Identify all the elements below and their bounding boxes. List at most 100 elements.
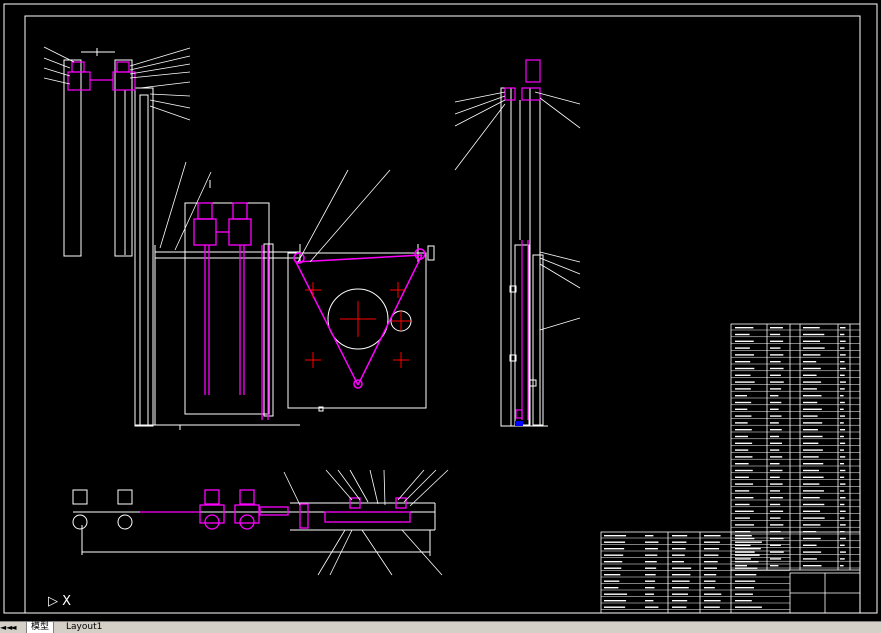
table-text-mark [672, 587, 689, 589]
table-text-mark [803, 415, 818, 417]
table-text-mark [645, 541, 659, 543]
table-text-mark [770, 381, 784, 383]
table-text-mark [803, 381, 822, 383]
table-text-mark [645, 606, 659, 608]
tab-layout1[interactable]: Layout1 [66, 622, 103, 632]
table-text-mark [803, 347, 825, 349]
table-text-mark [840, 503, 845, 506]
table-text-mark [770, 354, 784, 356]
table-text-mark [735, 408, 748, 410]
table-text-mark [735, 537, 755, 540]
table-text-mark [770, 367, 784, 370]
table-text-mark [840, 510, 846, 512]
first-tab-button[interactable]: ◄◄ [0, 623, 13, 632]
table-text-mark [803, 422, 823, 424]
table-text-mark [803, 401, 818, 404]
table-text-mark [604, 593, 628, 595]
table-text-mark [770, 476, 780, 478]
table-text-mark [704, 600, 721, 602]
table-text-mark [735, 388, 751, 390]
table-text-mark [840, 388, 845, 390]
table-text-mark [735, 544, 751, 546]
table-text-mark [770, 483, 783, 485]
table-text-mark [803, 565, 822, 567]
table-text-mark [803, 340, 821, 342]
table-text-mark [840, 340, 846, 342]
table-text-mark [840, 551, 846, 553]
table-text-mark [735, 593, 753, 595]
ucs-arrow-icon: ▷ [48, 594, 58, 609]
table-text-marks [604, 327, 846, 608]
table-text-mark [770, 449, 780, 451]
table-text-mark [672, 567, 692, 569]
table-text-mark [803, 490, 824, 492]
table-text-mark [645, 567, 657, 569]
table-text-mark [645, 554, 658, 556]
table-text-mark [840, 435, 844, 438]
table-text-mark [840, 517, 845, 519]
table-text-mark [840, 401, 845, 404]
table-text-mark [735, 561, 759, 563]
leader-lines-right [454, 91, 581, 331]
table-text-mark [803, 551, 822, 553]
table-text-mark [704, 593, 722, 595]
table-text-mark [735, 435, 748, 438]
parts-list [730, 323, 861, 571]
table-text-mark [604, 548, 625, 550]
table-text-mark [735, 541, 762, 543]
table-text-mark [803, 558, 817, 560]
table-text-mark [840, 361, 845, 363]
table-text-mark [803, 442, 819, 444]
table-text-mark [803, 497, 820, 499]
table-text-mark [604, 580, 620, 582]
table-text-mark [672, 548, 686, 550]
table-text-mark [604, 587, 619, 589]
leader-lines-left [43, 46, 191, 121]
table-text-mark [803, 327, 820, 329]
table-text-mark [735, 354, 755, 356]
table-text-mark [840, 456, 846, 458]
table-text-mark [735, 381, 755, 383]
pulley-housing [287, 244, 435, 412]
table-text-mark [770, 347, 781, 349]
prev-tab-button[interactable]: ◄ [10, 623, 17, 632]
table-text-mark [645, 600, 654, 602]
table-text-mark [704, 574, 717, 576]
right-side-view [500, 87, 548, 427]
table-text-mark [770, 435, 780, 438]
tab-model[interactable]: 模型 [26, 622, 55, 633]
table-text-mark [840, 531, 845, 533]
center-marks [305, 282, 411, 368]
table-text-mark [770, 374, 781, 376]
table-text-mark [803, 463, 824, 465]
table-text-mark [735, 361, 751, 363]
table-text-mark [803, 449, 823, 451]
leader-lines-bottom [283, 469, 449, 576]
table-text-mark [604, 541, 626, 543]
table-text-mark [803, 388, 817, 390]
table-text-mark [735, 551, 755, 553]
table-text-mark [735, 580, 756, 582]
table-text-mark [840, 354, 846, 356]
table-text-mark [840, 497, 846, 499]
table-text-mark [735, 565, 747, 567]
table-text-mark [704, 541, 720, 543]
table-text-mark [803, 354, 821, 356]
table-text-mark [840, 381, 846, 383]
table-text-mark [704, 561, 718, 563]
table-text-mark [645, 574, 656, 576]
table-text-mark [840, 565, 844, 567]
table-text-mark [604, 574, 621, 576]
table-text-mark [735, 606, 762, 608]
table-text-mark [803, 429, 818, 431]
table-text-mark [803, 476, 824, 478]
table-text-mark [735, 490, 750, 492]
table-text-mark [770, 408, 779, 410]
table-text-mark [604, 554, 624, 556]
table-text-mark [735, 449, 749, 451]
table-text-mark [604, 567, 622, 569]
table-text-mark [770, 490, 780, 492]
table-text-mark [645, 587, 655, 589]
table-text-mark [735, 517, 750, 519]
